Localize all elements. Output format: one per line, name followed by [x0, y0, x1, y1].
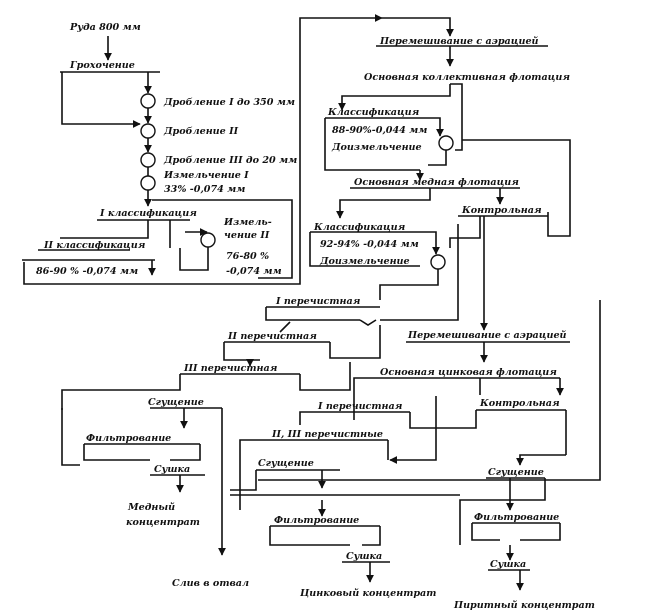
pyrite-section [459, 454, 566, 591]
zinc-section [230, 300, 601, 583]
grind2-label-b: чение II [224, 230, 270, 241]
class2-overflow-line [23, 262, 180, 285]
regrind-b-label: Доизмельчение [319, 256, 410, 267]
bulk-copper-section [61, 17, 571, 556]
mill-2-icon [200, 232, 216, 248]
control1-recycle-line [462, 139, 571, 237]
classification-a-label: Классификация [327, 107, 420, 118]
regrind-mill-b-icon [430, 254, 446, 270]
drying-cu-label: Сушка [154, 464, 190, 475]
mill1-discharge-line [152, 199, 293, 279]
labels: Руда 800 мм Грохочение Дробление I до 35… [36, 22, 595, 611]
mix-aeration-1-label: Перемешивание с аэрацией [379, 36, 539, 47]
grinding-product-line [180, 14, 383, 285]
regrind-a-label: Доизмельчение [331, 142, 422, 153]
grind2-label-c: 76-80 % [226, 251, 269, 262]
crush3-label: Дробление III до 20 мм [163, 155, 297, 166]
crusher-3-icon [140, 152, 156, 168]
thickening-py-label: Сгущение [488, 467, 544, 478]
bulk-flotation-label: Основная коллективная флотация [364, 72, 570, 83]
zinc-concentrate-label: Цинковый концентрат [299, 588, 436, 599]
screening-label: Грохочение [69, 60, 135, 71]
mix-aeration-2-label: Перемешивание с аэрацией [407, 330, 567, 341]
thickening-zn-label: Сгущение [258, 458, 314, 469]
mill-1-icon [140, 175, 156, 191]
drying-zn-label: Сушка [346, 551, 382, 562]
crush2-label: Дробление II [163, 126, 239, 137]
crush1-label: Дробление I до 350 мм [163, 97, 295, 108]
filtration-py-label: Фильтрование [474, 512, 559, 523]
classification-b-size-label: 92-94% -0,044 мм [320, 239, 419, 250]
filtration-zn-label: Фильтрование [274, 515, 359, 526]
zinc-flotation-label: Основная цинковая флотация [380, 367, 557, 378]
class2-label: II классификация [43, 240, 146, 251]
grind1-label: Измельчение I [163, 170, 249, 181]
filtration-cu-label: Фильтрование [86, 433, 171, 444]
pyrite-concentrate-label: Пиритный концентрат [453, 600, 595, 611]
screening-undersize-line [61, 72, 141, 128]
drying-py-label: Сушка [490, 559, 526, 570]
copper-concentrate-label-a: Медный [127, 502, 175, 513]
grind2-label-d: -0,074 мм [226, 266, 282, 277]
control-2-label: Контрольная [479, 398, 560, 409]
copper-concentrate-label-b: концентрат [126, 517, 200, 528]
copper-flotation-label: Основная медная флотация [354, 177, 519, 188]
cleaner-2-cu-label: II перечистная [227, 331, 317, 342]
class2-size-label: 86-90 % -0,074 мм [36, 266, 138, 277]
tailings-label: Слив в отвал [172, 578, 249, 589]
classification-b-label: Классификация [313, 222, 406, 233]
crushing-section [22, 14, 383, 285]
ore-label: Руда 800 мм [69, 22, 141, 33]
cleaner-1-zn-label: I перечистная [317, 401, 403, 412]
grind1-size-label: 33% -0,074 мм [164, 184, 245, 195]
crusher-2-icon [140, 123, 156, 139]
cleaner-1-cu-label: I перечистная [275, 296, 361, 307]
crusher-1-icon [140, 93, 156, 109]
thickening-cu-label: Сгущение [148, 397, 204, 408]
control-1-label: Контрольная [461, 205, 542, 216]
cleaner-3-cu-label: III перечистная [183, 363, 278, 374]
class1-label: I классификация [99, 208, 197, 219]
regrind-mill-a-icon [438, 135, 454, 151]
grind2-label-a: Измель- [223, 217, 272, 228]
cleaner-23-zn-label: II, III перечистные [271, 429, 383, 440]
classification-a-size-label: 88-90%-0,044 мм [332, 125, 427, 136]
